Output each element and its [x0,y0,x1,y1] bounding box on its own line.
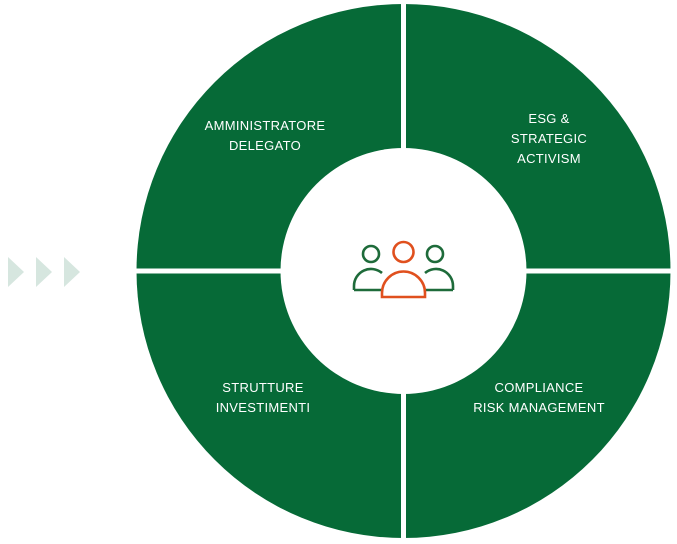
arrow-indicators [8,257,80,287]
arrow-icon [64,257,80,287]
arrow-icon [36,257,52,287]
team-icon [352,240,455,299]
segment-label-line: ACTIVISM [517,151,581,166]
segment-label-line: COMPLIANCE [494,380,584,395]
segment-label-line: STRUTTURE [222,380,304,395]
segment-label-line: DELEGATO [228,138,301,153]
arrow-icon [8,257,24,287]
segment-label-line: ESG & [528,111,570,126]
segment-label-line: STRATEGIC [510,131,588,146]
segment-label-line: INVESTIMENTI [215,400,311,415]
segment-label-line: AMMINISTRATORE [204,118,326,133]
segment-amministratore-delegato: AMMINISTRATORE DELEGATO [205,116,326,156]
segment-esg-strategic-activism: ESG & STRATEGIC ACTIVISM [511,109,587,169]
segment-strutture-investimenti: STRUTTURE INVESTIMENTI [216,378,311,418]
segment-compliance-risk-management: COMPLIANCE RISK MANAGEMENT [473,378,605,418]
segment-label-line: RISK MANAGEMENT [473,400,605,415]
